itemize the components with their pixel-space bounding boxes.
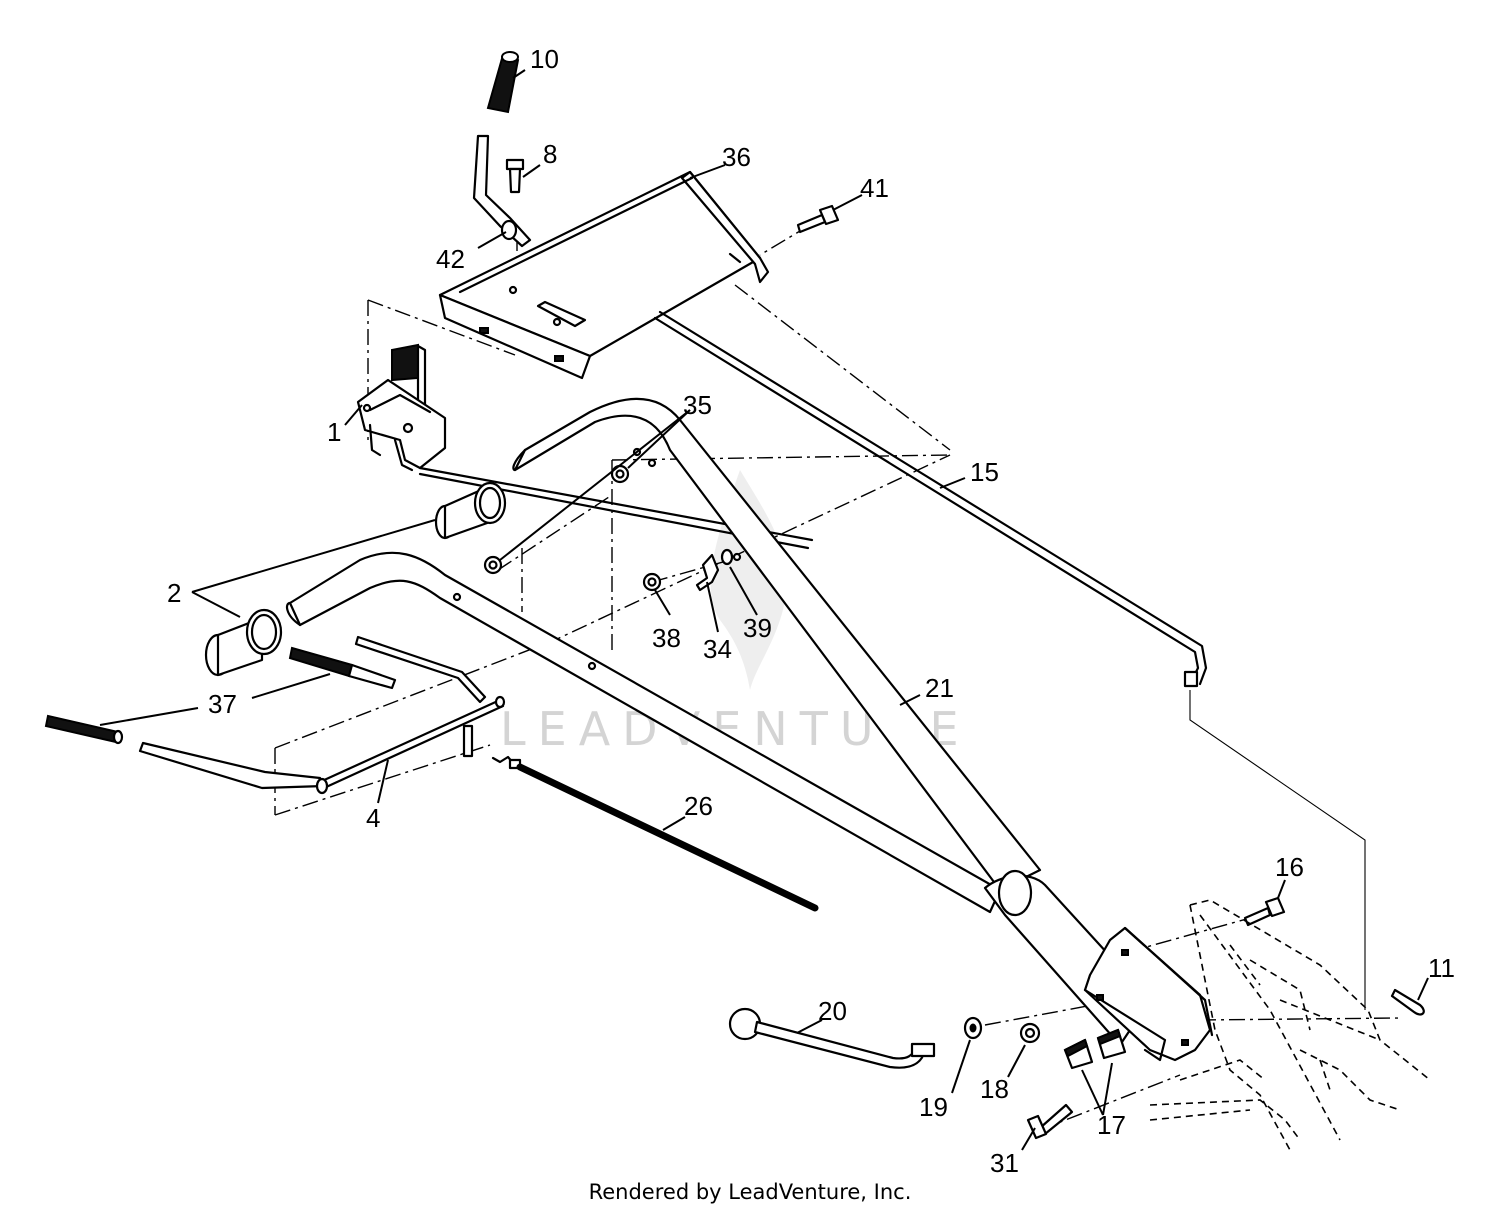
- part-nut-38: [642, 572, 662, 592]
- part-bushing-upper: [434, 481, 507, 540]
- part-spacers-17: [1063, 1028, 1127, 1070]
- callout-37: 37: [208, 689, 237, 719]
- callout-26: 26: [684, 791, 713, 821]
- part-tray-cover: [438, 170, 770, 380]
- callout-17: 17: [1097, 1110, 1126, 1140]
- part-grip-37-lower: [44, 714, 124, 745]
- part-bolt-16: [1243, 896, 1286, 927]
- callout-1: 1: [327, 417, 341, 447]
- callout-41: 41: [860, 173, 889, 203]
- callout-4: 4: [366, 803, 380, 833]
- render-credit: Rendered by LeadVenture, Inc.: [588, 1180, 912, 1204]
- callouts: 10 8 36 41 42 1 35 15 2 38 34 39 21 37 4…: [167, 44, 1455, 1178]
- part-nut-18: [1019, 1022, 1041, 1044]
- part-bracket-1: [356, 343, 447, 472]
- part-bolt-41: [796, 204, 840, 234]
- callout-34: 34: [703, 634, 732, 664]
- part-washer-39: [720, 548, 734, 566]
- callout-10: 10: [530, 44, 559, 74]
- callout-35: 35: [683, 390, 712, 420]
- callout-36: 36: [722, 142, 751, 172]
- alignment-lines: [274, 224, 1401, 1131]
- callout-11: 11: [1428, 953, 1455, 983]
- callout-38: 38: [652, 623, 681, 653]
- callout-18: 18: [980, 1074, 1009, 1104]
- part-washer-19: [963, 1016, 983, 1040]
- part-rod-15: [653, 310, 1208, 688]
- part-bushing-lower: [204, 608, 283, 677]
- callout-19: 19: [919, 1092, 948, 1122]
- part-clip-34: [695, 553, 720, 592]
- callout-20: 20: [818, 996, 847, 1026]
- callout-8: 8: [543, 139, 557, 169]
- reference-housing: [1149, 899, 1431, 1151]
- part-shift-rod-4: [138, 695, 506, 795]
- callout-2: 2: [167, 578, 181, 608]
- part-nuts-35: [483, 464, 630, 575]
- part-bolt-31: [1026, 1103, 1074, 1140]
- part-clip-11: [1390, 988, 1425, 1016]
- callout-31: 31: [990, 1148, 1019, 1178]
- part-upper-shift-lever: [472, 134, 532, 248]
- part-grip: [486, 51, 520, 114]
- callout-16: 16: [1275, 852, 1304, 882]
- part-handle-frame: [285, 397, 1214, 1062]
- callout-39: 39: [743, 613, 772, 643]
- part-bolt-8: [505, 158, 525, 194]
- part-grip-37-upper: [288, 646, 397, 690]
- leader-lines: [99, 69, 1429, 1151]
- callout-42: 42: [436, 244, 465, 274]
- callout-21: 21: [925, 673, 954, 703]
- callout-15: 15: [970, 457, 999, 487]
- part-cable-26: [491, 755, 819, 912]
- part-lever-upper: [354, 635, 487, 758]
